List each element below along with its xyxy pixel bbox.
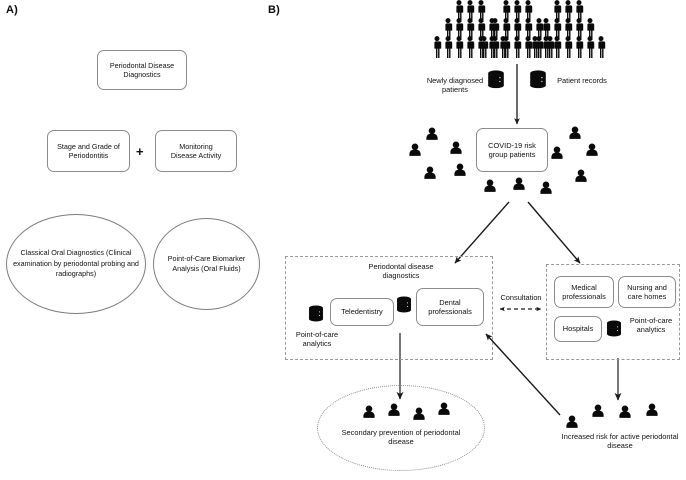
label-newly-diagnosed-patients: Newly diagnosed patients — [418, 76, 492, 95]
node-line: group patients — [488, 150, 536, 159]
label-consultation: Consultation — [500, 293, 542, 302]
node-monitoring-disease-activity: Monitoring Disease Activity — [155, 130, 237, 172]
node-nursing-and-care-homes: Nursing and care homes — [618, 276, 676, 308]
node-line: Periodontitis — [68, 151, 109, 160]
ellipse-line: (Oral Fluids) — [201, 264, 241, 273]
container-periodontal-disease-diagnostics — [285, 256, 493, 360]
node-line: Diagnostics — [123, 70, 161, 79]
node-line: professionals — [428, 307, 472, 316]
label-line: periodontal disease — [607, 432, 679, 451]
arrow-covid-to-periodontal-box — [454, 201, 510, 264]
node-stage-and-grade-of-periodontitis: Stage and Grade of Periodontitis — [47, 130, 130, 172]
ellipse-secondary-prevention — [317, 385, 485, 471]
label-line: periodontal disease — [388, 428, 461, 447]
node-hospitals: Hospitals — [554, 316, 602, 342]
plus-operator: + — [136, 144, 144, 159]
ellipse-classical-oral-diagnostics: Classical Oral Diagnostics (Clinical exa… — [6, 214, 146, 314]
crowd-group-3 — [532, 0, 606, 58]
covid-surrounding-people-left — [409, 127, 466, 179]
label-periodontal-disease-diagnostics: Periodontal disease diagnostics — [353, 262, 449, 281]
label-line: Point-of-care — [629, 316, 673, 325]
node-line: professionals — [562, 292, 606, 301]
ellipse-line: Classical Oral Diagnostics — [20, 248, 104, 258]
node-line: Disease Activity — [170, 151, 222, 160]
label-secondary-prevention: Secondary prevention of periodontal dise… — [337, 428, 465, 447]
node-dental-professionals: Dental professionals — [416, 288, 484, 326]
node-line: Dental — [439, 297, 461, 307]
label-line: Periodontal disease — [368, 262, 434, 271]
ellipse-line: periodontal probing and — [63, 258, 139, 268]
crowd-group-2 — [481, 0, 555, 58]
label-line: Increased risk for active — [561, 432, 640, 441]
node-teledentistry: Teledentistry — [330, 298, 394, 326]
arrow-covid-to-medical-box — [527, 201, 581, 264]
node-line: Nursing and — [627, 282, 667, 292]
ellipse-line: radiographs) — [55, 269, 97, 279]
node-line: Monitoring — [179, 142, 213, 151]
node-line: Medical — [571, 282, 597, 292]
database-icon-patient-records — [530, 70, 546, 89]
node-line: Hospitals — [562, 324, 594, 334]
covid-surrounding-people-right — [551, 126, 598, 182]
label-line: diagnostics — [382, 271, 420, 281]
label-point-of-care-analytics-right: Point-of-care analytics — [622, 316, 680, 335]
label-line: patients — [442, 85, 468, 95]
node-line: care homes — [627, 292, 667, 301]
ellipse-point-of-care-biomarker-analysis: Point-of-Care Biomarker Analysis (Oral F… — [153, 218, 260, 310]
label-line: Secondary prevention of — [341, 428, 422, 437]
covid-surrounding-people-bottom — [484, 177, 552, 194]
node-line: Teledentistry — [341, 307, 383, 317]
label-point-of-care-analytics-left: Point-of-care analytics — [287, 330, 347, 349]
increased-risk-people — [566, 403, 658, 428]
panel-a-label: A) — [6, 4, 19, 16]
node-line: COVID-19 risk — [488, 140, 536, 150]
label-line: analytics — [636, 325, 666, 335]
label-increased-risk: Increased risk for active periodontal di… — [556, 432, 684, 451]
label-line: Point-of-care — [295, 330, 339, 339]
panel-b-label: B) — [268, 4, 281, 16]
label-line: Patient — [557, 76, 581, 85]
node-medical-professionals: Medical professionals — [554, 276, 614, 308]
node-periodontal-disease-diagnostics: Periodontal Disease Diagnostics — [97, 50, 187, 90]
crowd-group-1 — [434, 0, 508, 58]
ellipse-line: Biomarker Analysis — [172, 253, 246, 273]
label-line: records — [582, 76, 607, 85]
node-line: Periodontal Disease — [109, 61, 175, 70]
node-covid-19-risk-group-patients: COVID-19 risk group patients — [476, 128, 548, 172]
container-medical-care-providers — [546, 264, 680, 360]
label-line: analytics — [302, 339, 332, 349]
node-line: Stage and Grade of — [57, 142, 120, 151]
label-line: Newly diagnosed — [426, 76, 484, 85]
ellipse-line: (Clinical examination by — [13, 248, 132, 268]
label-patient-records: Patient records — [551, 76, 613, 85]
ellipse-line: Point-of-Care — [167, 253, 211, 263]
